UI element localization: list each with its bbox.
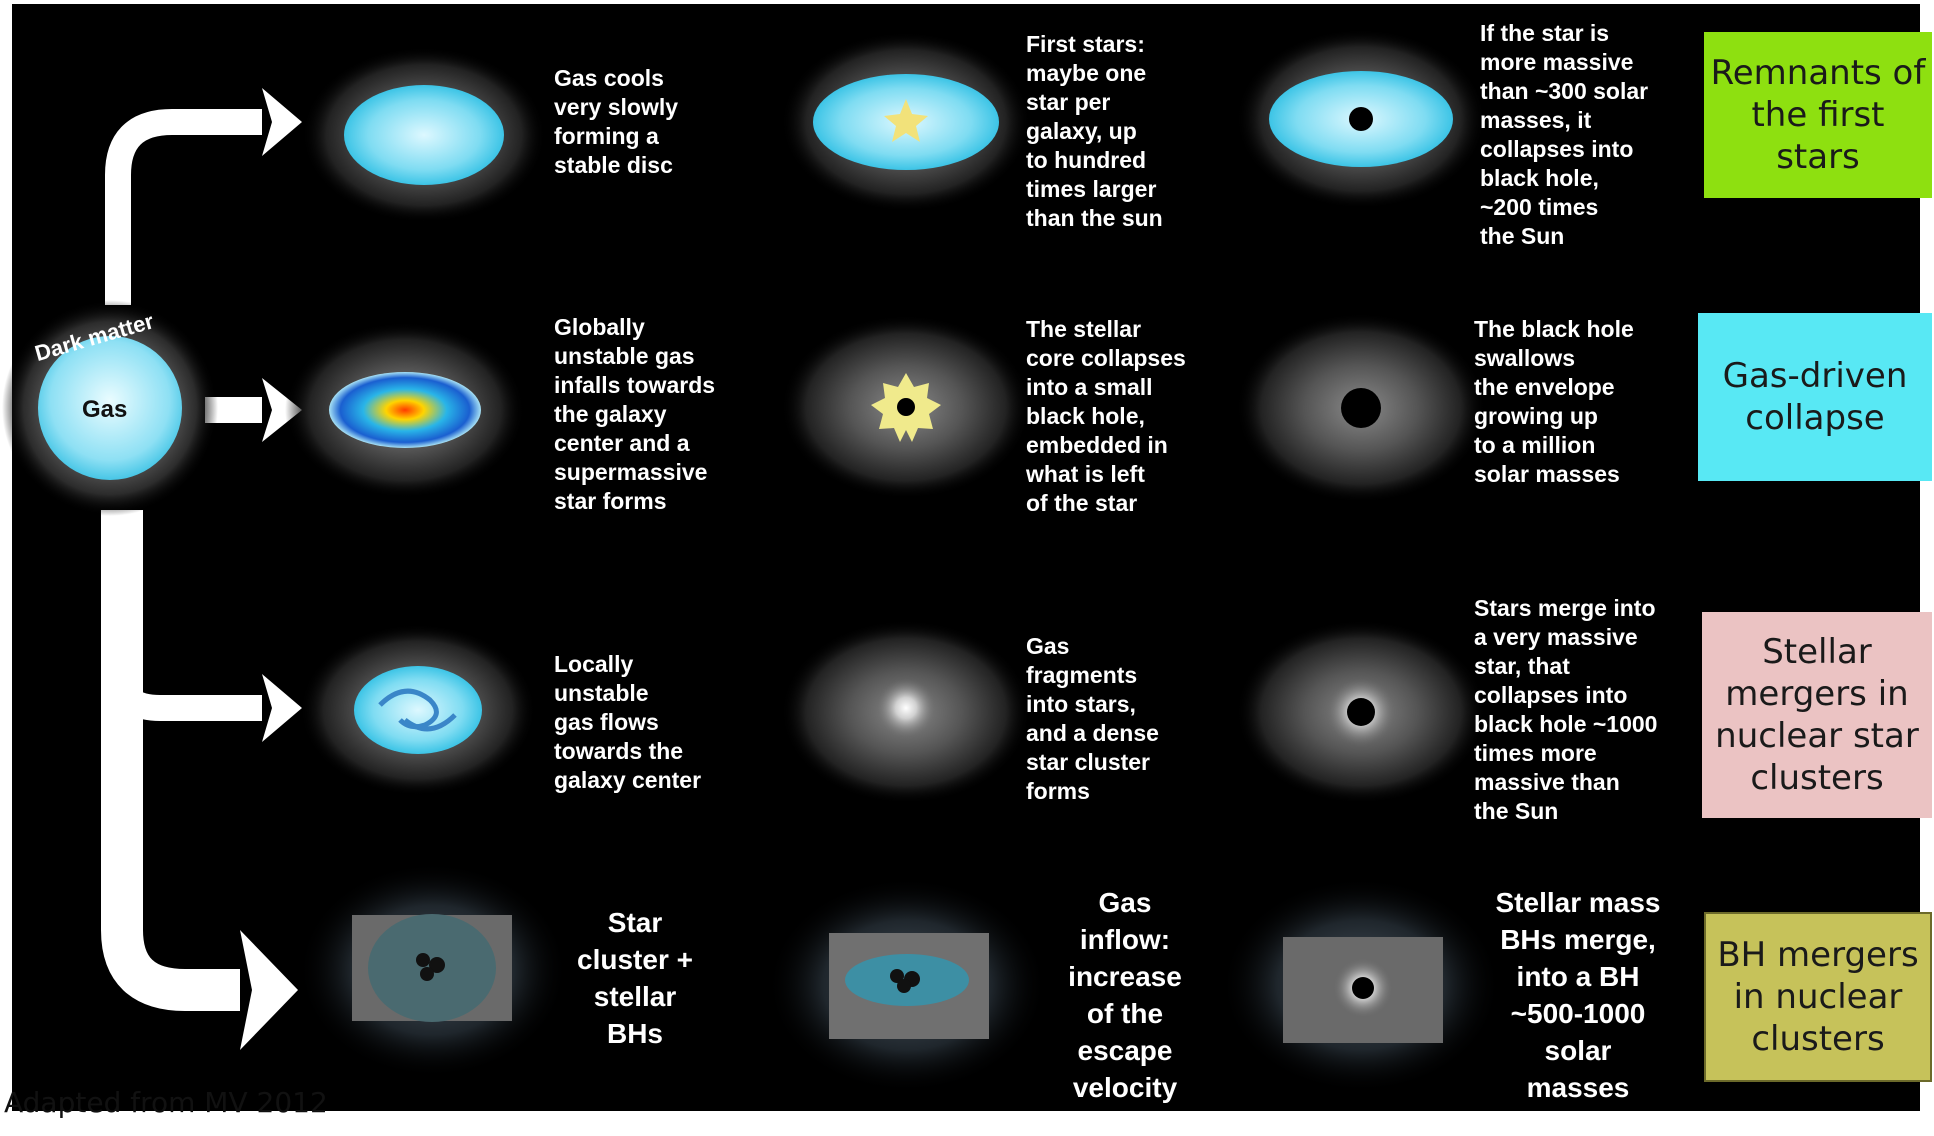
row3-step3-text: Stars merge into a very massive star, th… bbox=[1474, 595, 1658, 824]
category-remnants-first-stars: Remnants of the first stars bbox=[1704, 32, 1932, 198]
star-icon bbox=[884, 99, 928, 142]
arrow-head-4 bbox=[240, 930, 298, 1050]
row2-turbulent-disc-stage bbox=[285, 322, 525, 498]
arrow-heads bbox=[240, 88, 302, 1050]
row1-step3-text: If the star is more massive than ~300 so… bbox=[1480, 20, 1649, 249]
source-credit: Adapted from MV 2012 bbox=[4, 1086, 328, 1119]
black-hole-icon bbox=[1347, 698, 1375, 726]
arrow-head-1 bbox=[262, 88, 302, 156]
row4-stellar-bh-cluster-stage bbox=[298, 862, 568, 1078]
row3-spiral-disc-stage bbox=[300, 624, 536, 796]
black-hole-icon bbox=[1341, 388, 1381, 428]
row4-bh-merger-stage bbox=[1221, 877, 1501, 1093]
arrow-branch-4 bbox=[101, 510, 240, 1011]
category-bh-mergers: BH mergers in nuclear clusters bbox=[1704, 912, 1932, 1082]
row4-step1-text: Star cluster + stellar BHs bbox=[577, 907, 693, 1049]
row2-step3-text: The black hole swallows the envelope gro… bbox=[1474, 316, 1634, 487]
row1-step1-text: Gas cools very slowly forming a stable d… bbox=[554, 65, 679, 178]
arrow-branch-1 bbox=[105, 109, 262, 305]
row2-step1-text: Globally unstable gas infalls towards th… bbox=[554, 314, 716, 514]
hub-core-label: Gas bbox=[82, 396, 128, 423]
row1-disc-stage bbox=[302, 47, 546, 223]
row2-collapsing-core-stage bbox=[781, 315, 1031, 499]
category-gas-driven-collapse: Gas-driven collapse bbox=[1698, 313, 1932, 481]
black-hole-icon bbox=[1352, 977, 1374, 999]
black-hole-icon bbox=[897, 398, 915, 416]
category-stellar-mergers: Stellar mergers in nuclear star clusters bbox=[1702, 612, 1932, 818]
star-cluster-icon bbox=[876, 678, 936, 738]
branching-arrows bbox=[101, 109, 262, 1011]
arrow-head-2 bbox=[262, 378, 302, 442]
row2-step2-text: The stellar core collapses into a small … bbox=[1026, 316, 1186, 516]
row4-gas-inflow-stage bbox=[767, 877, 1047, 1093]
black-hole-icon bbox=[1349, 107, 1373, 131]
row3-step2-text: Gas fragments into stars, and a dense st… bbox=[1026, 633, 1159, 804]
row2-growing-black-hole-stage bbox=[1236, 313, 1486, 503]
arrow-head-3 bbox=[262, 674, 302, 742]
row3-star-cluster-stage bbox=[781, 620, 1031, 804]
stellar-bh-icon bbox=[890, 969, 904, 983]
row4-step3-text: Stellar mass BHs merge, into a BH ~500-1… bbox=[1495, 887, 1661, 1103]
row4-step2-text: Gas inflow: increase of the escape veloc… bbox=[1068, 887, 1182, 1103]
row3-merged-black-hole-stage bbox=[1236, 620, 1486, 804]
row1-step2-text: First stars: maybe one star per galaxy, … bbox=[1026, 31, 1163, 231]
stellar-bh-icon bbox=[416, 953, 430, 967]
row1-first-star-stage bbox=[781, 32, 1031, 212]
dark-matter-gas-hub bbox=[2, 300, 218, 516]
row3-step1-text: Locally unstable gas flows towards the g… bbox=[554, 651, 702, 793]
row1-black-hole-stage bbox=[1236, 29, 1486, 209]
